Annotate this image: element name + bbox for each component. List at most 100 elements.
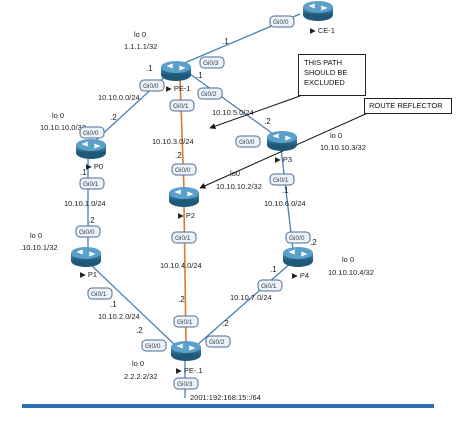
hostid-pe1-p3-pe1: .1 bbox=[196, 71, 203, 80]
svg-text:Gi0/1: Gi0/1 bbox=[177, 319, 193, 326]
iface-pe2-gi03[interactable]: Gi0/3 bbox=[173, 377, 199, 390]
iface-p2-gi00[interactable]: Gi0/0 bbox=[171, 163, 197, 176]
hostid-pe1-p3-p3: .2 bbox=[264, 117, 271, 126]
callout-exclude-line-2: SHOULD BE bbox=[304, 68, 348, 77]
hostid-pe1-p0-pe1: .1 bbox=[146, 64, 153, 73]
pe2-lo-label: lo 0 bbox=[132, 359, 144, 368]
iface-p0-gi01[interactable]: Gi0/1 bbox=[79, 177, 105, 190]
iface-p1-gi01[interactable]: Gi0/1 bbox=[87, 287, 113, 300]
svg-text:Gi0/2: Gi0/2 bbox=[209, 339, 225, 346]
iface-pe2-gi00[interactable]: Gi0/0 bbox=[141, 339, 167, 352]
router-ce1-name: ▶ CE-1 bbox=[310, 26, 335, 35]
router-p1[interactable] bbox=[70, 246, 102, 268]
svg-text:Gi0/1: Gi0/1 bbox=[261, 283, 277, 290]
subnet-p1-pe2: 10.10.2.0/24 bbox=[98, 312, 140, 321]
pe1-lo-label: lo 0 bbox=[134, 30, 146, 39]
svg-text:Gi0/2: Gi0/2 bbox=[201, 91, 217, 98]
hostid-p3-p4-p4: .2 bbox=[310, 238, 317, 247]
svg-text:Gi0/0: Gi0/0 bbox=[273, 19, 289, 26]
callout-arrow-exclude bbox=[209, 95, 301, 130]
callout-rr-text: ROUTE REFLECTOR bbox=[369, 101, 443, 110]
hostid-pe1-p2-p2: .2 bbox=[175, 151, 182, 160]
router-p3[interactable] bbox=[266, 130, 298, 152]
router-p0[interactable] bbox=[75, 138, 107, 160]
router-p2[interactable] bbox=[168, 186, 200, 208]
p3-lo-ip: 10.10.10.3/32 bbox=[320, 143, 366, 152]
hostid-p2-pe2-pe2: .2 bbox=[178, 295, 185, 304]
link-p1-pe2 bbox=[89, 263, 177, 347]
router-p2-name: ▶ P2 bbox=[178, 211, 195, 220]
p4-lo-ip: 10.10.10.4/32 bbox=[328, 268, 374, 277]
subnet-p2-pe2: 10.10.4.0/24 bbox=[160, 261, 202, 270]
p2-lo-ip: 10.10.10.2/32 bbox=[216, 182, 262, 191]
iface-p4-gi00[interactable]: Gi0/0 bbox=[285, 231, 311, 244]
router-pe2-name: ▶ PE-.1 bbox=[176, 366, 203, 375]
iface-pe2-gi02[interactable]: Gi0/2 bbox=[205, 335, 231, 348]
link-p4-pe2 bbox=[195, 261, 293, 347]
router-ce1[interactable] bbox=[302, 0, 334, 22]
hostid-p0-p1-p0: .1 bbox=[80, 168, 87, 177]
iface-pe1-gi03[interactable]: Gi0/3 bbox=[199, 56, 225, 69]
router-p4-name: ▶ P4 bbox=[292, 271, 309, 280]
callout-exclude-line-3: EXCLUDED bbox=[304, 78, 345, 87]
iface-p4-gi01[interactable]: Gi0/1 bbox=[257, 279, 283, 292]
subnet-pe2-down: 2001:192:168:15::/64 bbox=[190, 393, 261, 402]
router-p3-name: ▶ P3 bbox=[275, 155, 292, 164]
svg-text:Gi0/0: Gi0/0 bbox=[79, 229, 95, 236]
svg-text:Gi0/0: Gi0/0 bbox=[83, 130, 99, 137]
subnet-pe1-p0: 10.10.0.0/24 bbox=[98, 93, 140, 102]
iface-pe2-gi01[interactable]: Gi0/1 bbox=[173, 315, 199, 328]
svg-text:Gi0/0: Gi0/0 bbox=[175, 167, 191, 174]
iface-pe1-gi02[interactable]: Gi0/2 bbox=[197, 87, 223, 100]
p1-lo-label: lo 0 bbox=[30, 231, 42, 240]
subnet-p0-p1: 10.10.1.0/24 bbox=[64, 199, 106, 208]
iface-pe1-gi01[interactable]: Gi0/1 bbox=[169, 99, 195, 112]
iface-p0-gi00[interactable]: Gi0/0 bbox=[79, 126, 105, 139]
hostid-p4-pe2-p4: .1 bbox=[270, 265, 277, 274]
svg-text:Gi0/1: Gi0/1 bbox=[173, 103, 189, 110]
pe1-lo-ip: 1.1.1.1/32 bbox=[124, 42, 157, 51]
callout-route-reflector: ROUTE REFLECTOR bbox=[364, 98, 452, 114]
p0-lo-ip: 10.10.10.0/32 bbox=[40, 123, 86, 132]
subnet-pe1-p3: 10.10.5.0/24 bbox=[212, 108, 254, 117]
p4-lo-label: lo 0 bbox=[342, 255, 354, 264]
svg-text:Gi0/1: Gi0/1 bbox=[175, 235, 191, 242]
iface-p3-gi01[interactable]: Gi0/1 bbox=[269, 173, 295, 186]
svg-text:Gi0/1: Gi0/1 bbox=[91, 291, 107, 298]
iface-p3-gi00[interactable]: Gi0/0 bbox=[235, 135, 261, 148]
hostid-p3-p4-p3: .1 bbox=[282, 186, 289, 195]
svg-text:Gi0/1: Gi0/1 bbox=[83, 181, 99, 188]
svg-text:Gi0/1: Gi0/1 bbox=[273, 177, 289, 184]
router-pe1-name: ▶ PE-1 bbox=[166, 84, 191, 93]
iface-p1-gi00[interactable]: Gi0/0 bbox=[75, 225, 101, 238]
router-pe1[interactable] bbox=[160, 60, 192, 82]
svg-text:Gi0/3: Gi0/3 bbox=[203, 60, 219, 67]
callout-exclude-line-1: THIS PATH bbox=[304, 58, 343, 67]
svg-text:Gi0/0: Gi0/0 bbox=[143, 83, 159, 90]
router-p0-name: ▶ P0 bbox=[86, 162, 103, 171]
subnet-p3-p4: 10.10.6.0/24 bbox=[264, 199, 306, 208]
p1-lo-ip: .10.10.1/32 bbox=[20, 243, 58, 252]
svg-text:Gi0/0: Gi0/0 bbox=[289, 235, 305, 242]
iface-p2-gi01[interactable]: Gi0/1 bbox=[171, 231, 197, 244]
subnet-pe1-p2: 10.10.3.0/24 bbox=[152, 137, 194, 146]
p3-lo-label: lo 0 bbox=[330, 131, 342, 140]
hostid-p0-p1-p1: .2 bbox=[88, 216, 95, 225]
p2-lo-label: lo0 bbox=[230, 169, 240, 178]
p0-lo-label: lo 0 bbox=[52, 111, 64, 120]
pe2-lo-ip: 2.2.2.2/32 bbox=[124, 372, 157, 381]
hostid-p1-pe2-pe2: .2 bbox=[136, 326, 143, 335]
iface-pe1-gi00[interactable]: Gi0/0 bbox=[139, 79, 165, 92]
subnet-p4-pe2: 10.10.7.0/24 bbox=[230, 293, 272, 302]
callout-exclude-path: THIS PATH SHOULD BE EXCLUDED bbox=[298, 54, 366, 96]
hostid-pe1-p0-p0: .2 bbox=[110, 113, 117, 122]
iface-ce1-gi00[interactable]: Gi0/0 bbox=[269, 15, 295, 28]
router-p4[interactable] bbox=[282, 246, 314, 268]
hostid-p4-pe2-pe2: .2 bbox=[222, 319, 229, 328]
link-pe1-p3 bbox=[189, 73, 277, 137]
router-p1-name: ▶ P1 bbox=[80, 270, 97, 279]
footer-bar bbox=[22, 404, 434, 408]
router-pe2[interactable] bbox=[170, 340, 202, 362]
svg-text:Gi0/0: Gi0/0 bbox=[239, 139, 255, 146]
